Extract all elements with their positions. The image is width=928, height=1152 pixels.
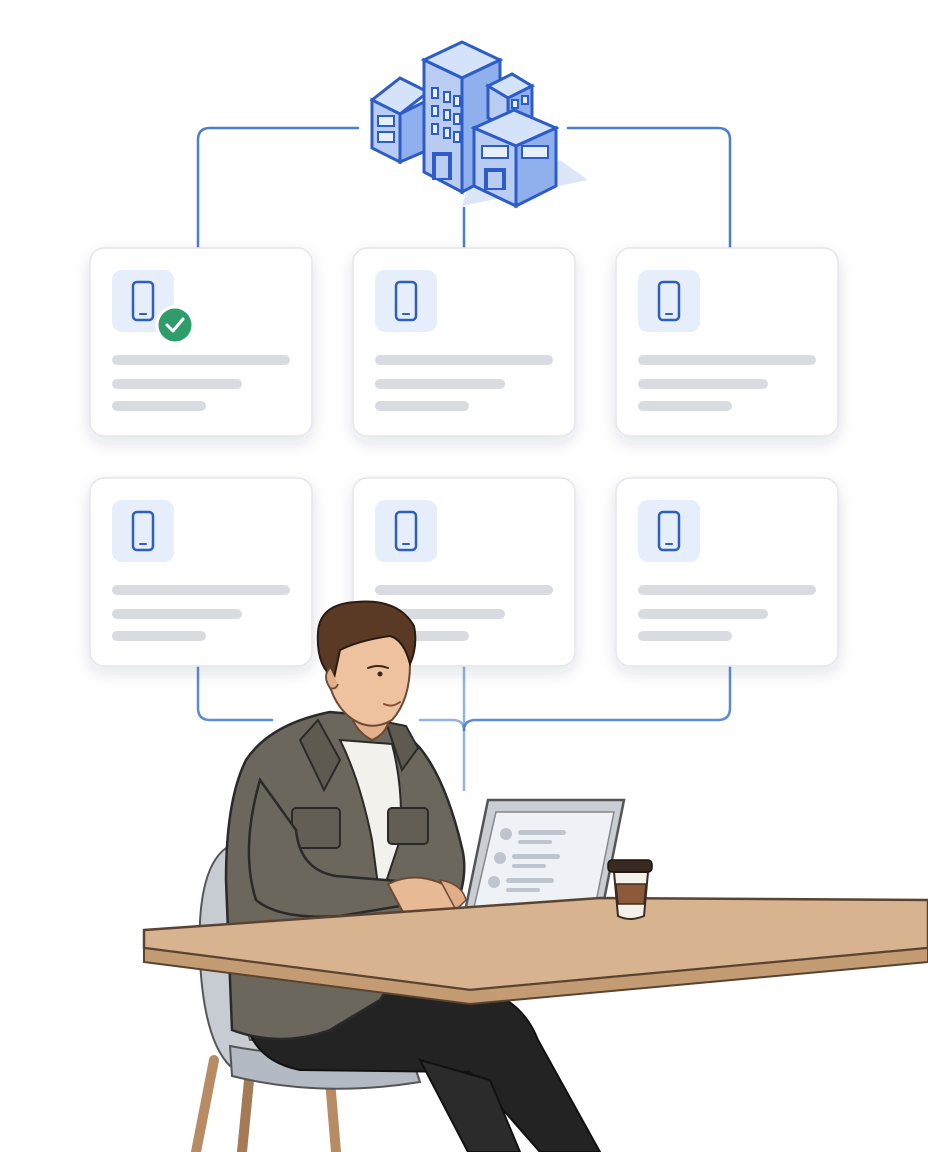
- placeholder-line: [112, 379, 242, 389]
- placeholder-line: [112, 355, 290, 365]
- device-card[interactable]: [89, 477, 313, 667]
- placeholder-line: [638, 609, 768, 619]
- placeholder-line: [112, 609, 242, 619]
- connector-bottom-mid: [418, 718, 466, 732]
- placeholder-line: [375, 585, 553, 595]
- smartphone-icon: [657, 510, 681, 552]
- placeholder-line: [112, 585, 290, 595]
- placeholder-line: [375, 355, 553, 365]
- connector-bottom-right: [462, 664, 732, 732]
- connector-top-right: [566, 126, 732, 250]
- placeholder-line: [112, 401, 206, 411]
- placeholder-line: [638, 355, 816, 365]
- connector-bottom-left: [196, 664, 274, 722]
- device-card[interactable]: [615, 247, 839, 437]
- device-card[interactable]: [615, 477, 839, 667]
- device-card[interactable]: [352, 247, 576, 437]
- placeholder-line: [638, 379, 768, 389]
- smartphone-icon: [394, 510, 418, 552]
- placeholder-line: [375, 379, 505, 389]
- office-building-icon: [369, 40, 588, 209]
- smartphone-icon: [657, 280, 681, 322]
- placeholder-line: [375, 401, 469, 411]
- smartphone-icon: [131, 510, 155, 552]
- smartphone-icon: [131, 280, 155, 322]
- table: [142, 896, 928, 1006]
- placeholder-line: [638, 631, 732, 641]
- placeholder-line: [638, 585, 816, 595]
- checkmark-badge-icon: [155, 305, 195, 345]
- placeholder-line: [112, 631, 206, 641]
- coffee-cup-icon: [607, 859, 653, 920]
- device-card[interactable]: [89, 247, 313, 437]
- device-card-grid: [89, 247, 839, 667]
- smartphone-icon: [394, 280, 418, 322]
- connector-top-left: [196, 126, 360, 250]
- placeholder-line: [638, 401, 732, 411]
- connector-lines: [196, 126, 732, 792]
